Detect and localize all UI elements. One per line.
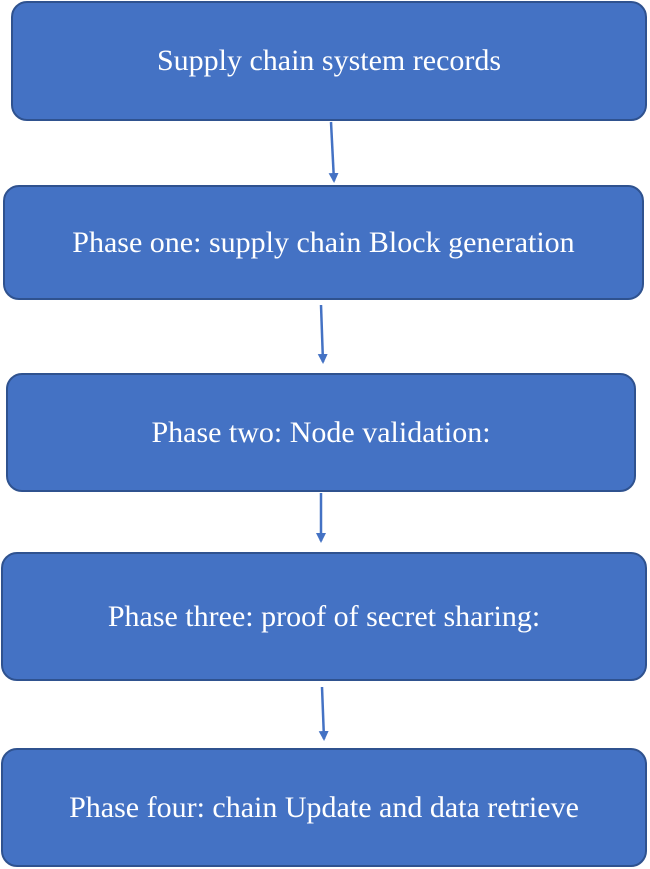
arrow-1	[328, 121, 339, 183]
arrow-4	[318, 686, 329, 741]
step-box-records: Supply chain system records	[11, 1, 647, 121]
step-box-phase-one: Phase one: supply chain Block generation	[3, 185, 644, 300]
step-label: Phase three: proof of secret sharing:	[107, 599, 541, 633]
step-box-phase-three: Phase three: proof of secret sharing:	[1, 552, 647, 681]
step-label: Phase four: chain Update and data retrie…	[69, 790, 579, 824]
step-box-phase-four: Phase four: chain Update and data retrie…	[1, 748, 647, 867]
step-label: Phase one: supply chain Block generation	[72, 225, 575, 259]
arrow-2	[317, 304, 328, 364]
step-label: Phase two: Node validation:	[151, 415, 491, 449]
step-label: Supply chain system records	[156, 44, 502, 77]
step-box-phase-two: Phase two: Node validation:	[6, 373, 636, 492]
